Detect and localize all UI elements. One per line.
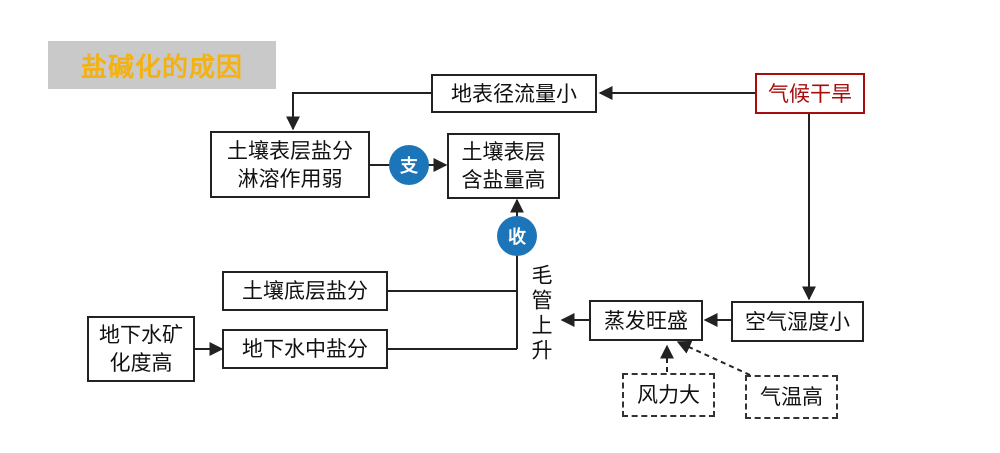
node-groundwater-mineral-line1: 地下水矿 [99, 323, 183, 347]
node-surface-salt-high-line1: 土壤表层 [461, 140, 546, 164]
node-drought-label: 气候干旱 [768, 81, 852, 106]
node-leaching-weak: 土壤表层盐分 淋溶作用弱 [210, 131, 370, 198]
node-humidity-low-label: 空气湿度小 [745, 309, 850, 334]
node-runoff-small-label: 地表径流量小 [451, 81, 577, 106]
node-humidity-low: 空气湿度小 [731, 301, 864, 342]
arrow-runoff-to-leaching [286, 92, 431, 131]
node-temp-high: 气温高 [745, 375, 838, 419]
badge-income: 收 [497, 216, 537, 256]
node-temp-high-label: 气温高 [760, 385, 823, 409]
node-wind: 风力大 [622, 373, 715, 417]
badge-expense: 支 [389, 145, 429, 185]
node-wind-label: 风力大 [637, 383, 700, 407]
node-groundwater-mineral-line2: 化度高 [109, 351, 173, 375]
capillary-rise-label: 毛管上升 [529, 264, 553, 364]
node-leaching-weak-line1: 土壤表层盐分 [227, 138, 353, 163]
arrow-temp-to-evaporation [676, 340, 751, 376]
node-runoff-small: 地表径流量小 [431, 74, 597, 113]
node-groundwater-salt-label: 地下水中盐分 [242, 337, 368, 361]
node-groundwater-salt: 地下水中盐分 [222, 329, 388, 369]
diagram-title: 盐碱化的成因 [48, 41, 276, 89]
node-bottom-salt-label: 土壤底层盐分 [242, 279, 368, 303]
node-bottom-salt: 土壤底层盐分 [222, 271, 388, 311]
node-leaching-weak-line2: 淋溶作用弱 [237, 166, 343, 191]
node-surface-salt-high: 土壤表层 含盐量高 [447, 133, 560, 199]
node-surface-salt-high-line2: 含盐量高 [461, 168, 546, 192]
node-evaporation-label: 蒸发旺盛 [604, 308, 688, 333]
node-groundwater-mineral: 地下水矿 化度高 [87, 316, 195, 382]
node-drought: 气候干旱 [755, 73, 865, 114]
node-evaporation: 蒸发旺盛 [589, 300, 703, 341]
